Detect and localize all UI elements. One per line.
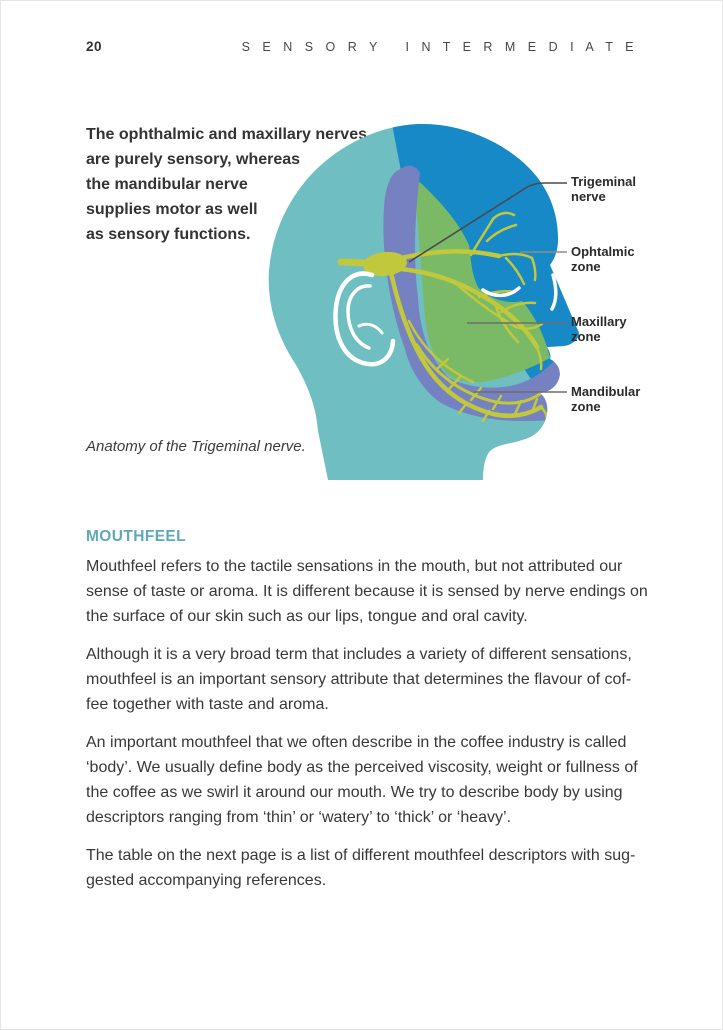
paragraph-3: An important mouthfeel that we often des… [86,734,638,826]
paragraph-1: Mouthfeel refers to the tactile sensatio… [86,558,648,625]
label-maxillary-zone: Maxillary zone [571,314,627,344]
leader-lines [408,182,567,393]
mouthfeel-section: MOUTHFEEL Mouthfeel refers to the tactil… [86,528,661,906]
intro-paragraph: The ophthalmic and maxillary nerves are … [86,126,367,243]
white-outlines [333,271,558,367]
nose-bridge-line [550,273,558,311]
label-trigeminal-nerve: Trigeminal nerve [571,174,637,204]
label-mandibular-zone: Mandibular zone [571,384,641,414]
label-ophtalmic-zone: Ophtalmic zone [571,244,635,274]
figure-caption: Anatomy of the Trigeminal nerve. [86,438,306,455]
section-heading: MOUTHFEEL [86,528,187,545]
trigeminal-ganglion [363,251,407,277]
ear-outline [333,271,396,367]
page-number: 20 [86,39,103,54]
eye-line [481,286,521,298]
paragraph-4: The table on the next page is a list of … [86,847,636,889]
running-header: S E N S O R Y I N T E R M E D I A T E [241,40,638,54]
nerve-branches [337,211,549,424]
trigeminal-leader-line [408,182,567,263]
maxillary-zone-shape [414,177,550,383]
ear-inner-line [346,284,372,350]
ear-fold-line [357,322,384,335]
trigeminal-nerve-diagram [268,124,579,480]
mandibular-zone-shape [383,165,579,421]
paragraph-2: Although it is a very broad term that in… [86,646,632,713]
